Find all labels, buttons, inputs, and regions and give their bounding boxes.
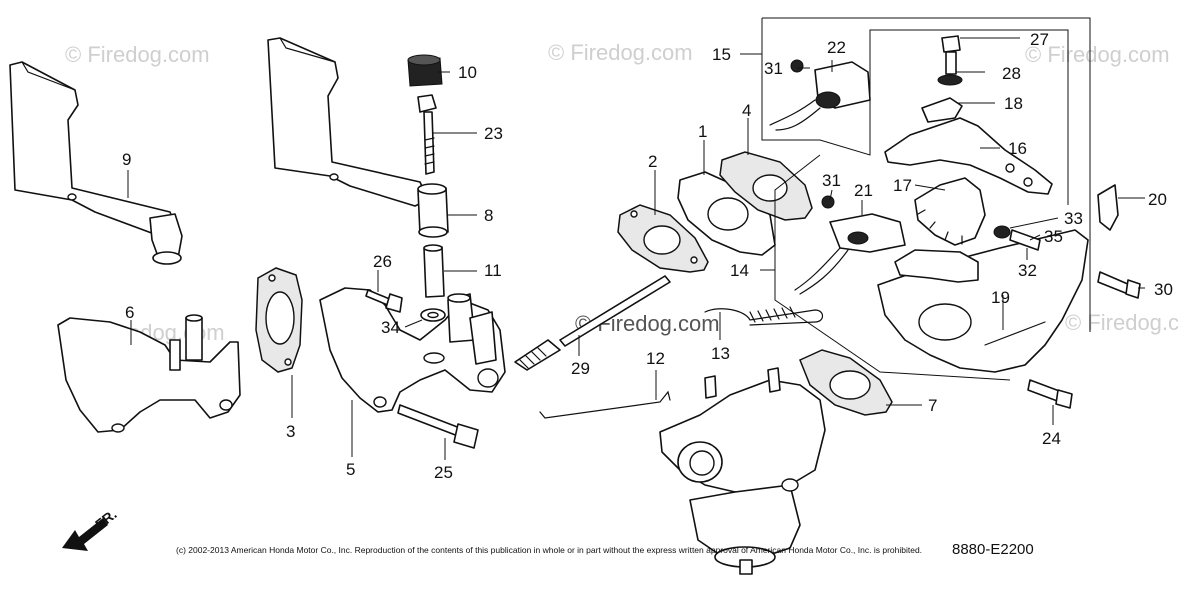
callout-9: 9	[122, 150, 131, 169]
callout-25: 25	[434, 463, 453, 482]
group-boxes	[740, 17, 1091, 381]
part-10-cap	[407, 54, 443, 87]
callout-35: 35	[1044, 227, 1063, 246]
part-lever-with-shaft	[267, 37, 429, 207]
part-9-lever-plate	[9, 61, 183, 265]
part-2-gasket	[617, 204, 709, 273]
part-19-plate	[877, 229, 1089, 373]
part-29-screw	[514, 275, 671, 371]
callout-21: 21	[854, 181, 873, 200]
part-14-bracket	[894, 249, 979, 283]
callout-27: 27	[1030, 30, 1049, 49]
callout-26: 26	[373, 252, 392, 271]
part-7-gasket	[799, 349, 893, 416]
leader-lines	[127, 37, 1145, 460]
part-4-gasket	[719, 151, 813, 221]
watermark-mid-right: © Firedog.com	[1065, 310, 1180, 335]
part-17-gear-lever	[914, 177, 986, 246]
front-direction-arrow: FR.	[62, 506, 120, 551]
part-26-bolt	[365, 289, 403, 313]
callout-2: 2	[648, 152, 657, 171]
callout-labels: 9 10 23 8 11 26 34 6 3 5 25 2 1 4 15 31 …	[122, 30, 1173, 482]
part-25-long-bolt	[397, 404, 479, 449]
callout-23: 23	[484, 124, 503, 143]
small-hardware	[790, 35, 1141, 409]
part-11-tube	[423, 244, 445, 298]
callout-19: 19	[991, 288, 1010, 307]
callout-7: 7	[928, 396, 937, 415]
callout-33: 33	[1064, 209, 1083, 228]
part-8-collar	[417, 183, 449, 238]
part-16-bracket	[884, 117, 1053, 195]
callout-11: 11	[484, 261, 502, 280]
watermark-top-left: © Firedog.com	[65, 42, 210, 67]
watermark-top-center: © Firedog.com	[548, 40, 693, 65]
callout-18: 18	[1004, 94, 1023, 113]
part-23-bolt	[417, 94, 437, 175]
callout-34: 34	[381, 318, 400, 337]
part-6-bracket	[57, 314, 241, 433]
watermark-top-right: © Firedog.com	[1025, 42, 1170, 67]
callout-13: 13	[711, 344, 730, 363]
part-5-intake-manifold	[319, 287, 506, 413]
callout-8: 8	[484, 206, 493, 225]
part-21-solenoid	[794, 213, 906, 295]
carburetor-body	[659, 367, 826, 575]
callout-22: 22	[827, 38, 846, 57]
part-34-washer	[420, 308, 446, 322]
callout-31-mid: 31	[822, 171, 841, 190]
callout-16: 16	[1008, 139, 1027, 158]
callout-1: 1	[698, 122, 707, 141]
callout-24: 24	[1042, 429, 1061, 448]
callout-6: 6	[125, 303, 134, 322]
callout-12: 12	[646, 349, 665, 368]
callout-29: 29	[571, 359, 590, 378]
part-13-spring	[704, 306, 824, 326]
callout-32: 32	[1018, 261, 1037, 280]
callout-17: 17	[893, 176, 912, 195]
callout-20: 20	[1148, 190, 1167, 209]
callout-28: 28	[1002, 64, 1021, 83]
callout-4: 4	[742, 101, 751, 120]
copyright-notice: (c) 2002-2013 American Honda Motor Co., …	[176, 545, 922, 555]
callout-30: 30	[1154, 280, 1173, 299]
callout-14: 14	[730, 261, 749, 280]
part-22-solenoid	[769, 61, 871, 131]
callout-3: 3	[286, 422, 295, 441]
callout-15: 15	[712, 45, 731, 64]
callout-5: 5	[346, 460, 355, 479]
callout-10: 10	[458, 63, 477, 82]
part-12-rod	[539, 390, 671, 419]
diagram-code: 8880-E2200	[952, 541, 1034, 558]
callout-31-top: 31	[764, 59, 783, 78]
part-3-gasket	[255, 267, 303, 373]
